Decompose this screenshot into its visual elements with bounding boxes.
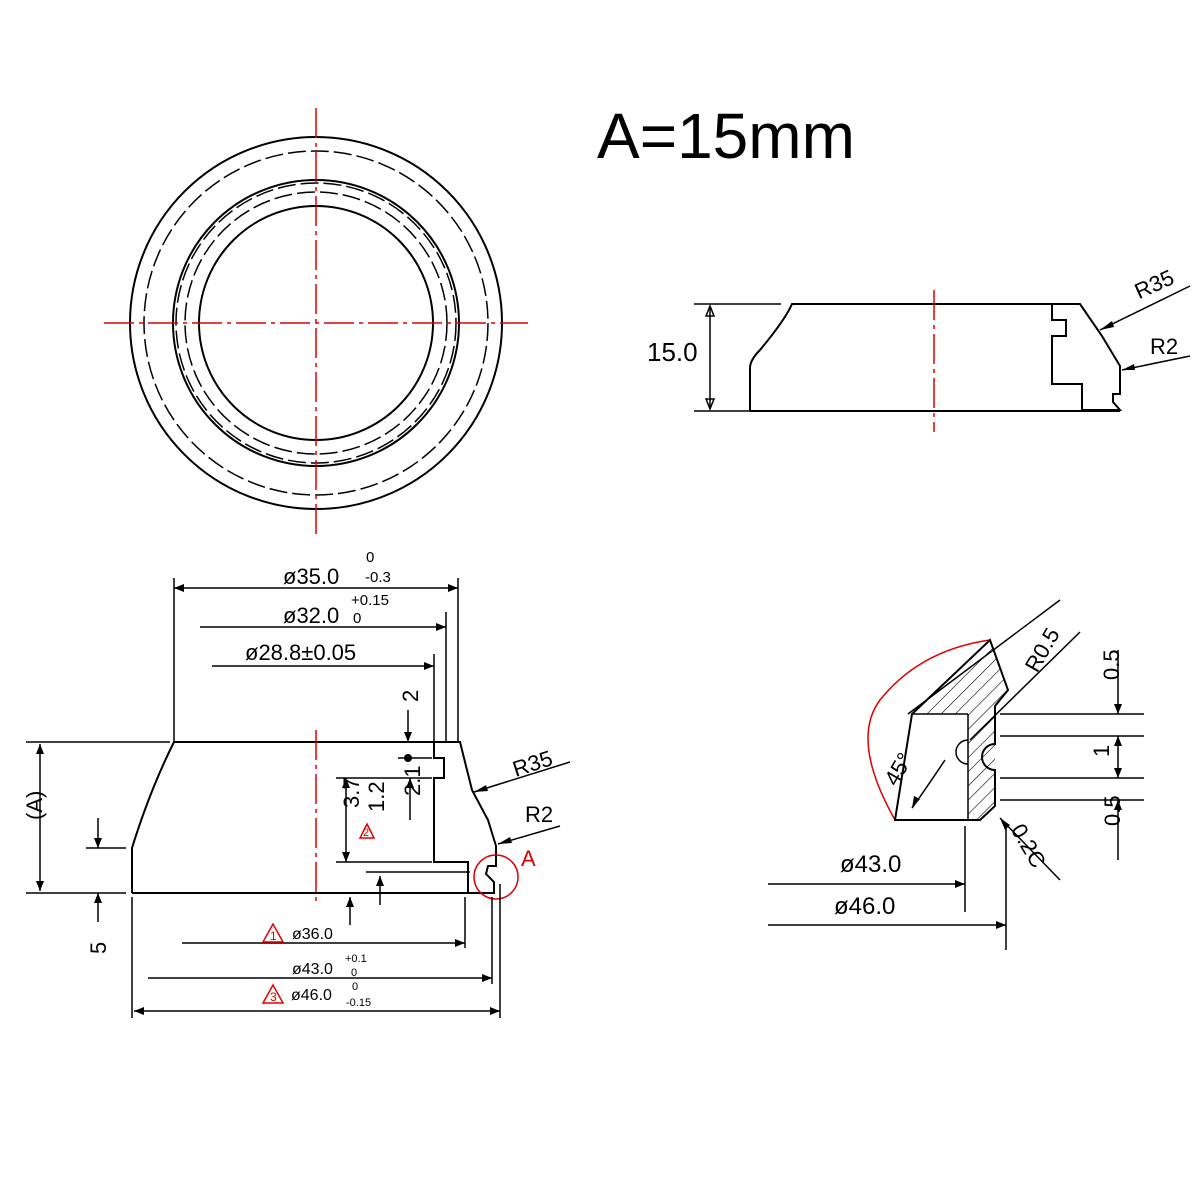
detail-r05-label: R0.5 — [1020, 623, 1065, 676]
dim-2-label: 2 — [398, 690, 423, 702]
side-profile-view: 15.0 R35 R2 — [647, 265, 1191, 432]
detail-angle-label: 45° — [879, 748, 917, 789]
dia-28-label: ø28.8±0.05 — [245, 640, 356, 665]
radius-r35-label: R35 — [1131, 265, 1178, 304]
dim-5-label: 5 — [86, 942, 111, 954]
section-r35-label: R35 — [510, 745, 556, 781]
dia-35-lower-tol: -0.3 — [365, 569, 391, 586]
dia-36-label: ø36.0 — [292, 926, 333, 943]
marker-3-label: 3 — [270, 990, 277, 1004]
detail-dim-bottom-label: 0.5 — [1100, 795, 1125, 826]
dim-1-2-label: 1.2 — [364, 781, 389, 812]
detail-a-view: R0.5 45° 0.5 1 0.5 0.2C ø43.0 ø46.0 — [768, 599, 1144, 950]
radius-r2-label: R2 — [1150, 334, 1178, 359]
detail-dim-mid-label: 1 — [1089, 745, 1114, 757]
dia-32-upper-tol: +0.15 — [351, 592, 389, 609]
dim-3-7-label: 3.7 — [339, 777, 364, 808]
section-hatch-main — [433, 741, 497, 894]
detail-a-label: A — [521, 846, 536, 871]
dia-32-label: ø32.0 — [283, 603, 339, 628]
detail-dia-46-label: ø46.0 — [834, 893, 895, 920]
dia-46-lower-tol: -0.15 — [346, 997, 371, 1009]
section-r2-label: R2 — [525, 802, 553, 827]
detail-dia-43-label: ø43.0 — [840, 851, 901, 878]
detail-dim-top-label: 0.5 — [1099, 649, 1124, 680]
dia-46-upper-tol: 0 — [352, 981, 358, 993]
dia-43-upper-tol: +0.1 — [345, 953, 367, 965]
dia-43-label: ø43.0 — [292, 961, 333, 978]
dia-35-label: ø35.0 — [283, 564, 339, 589]
marker-2-triangle — [358, 822, 376, 839]
dia-46-label: ø46.0 — [291, 987, 332, 1004]
dim-2-1-label: 2.1 — [400, 765, 425, 796]
marker-1-label: 1 — [270, 929, 277, 943]
plan-view — [104, 108, 528, 537]
detail-boundary-arc — [867, 639, 991, 821]
section-hatch — [1051, 303, 1123, 411]
height-label: 15.0 — [647, 337, 698, 367]
detail-a-circle — [473, 854, 519, 900]
marker-1-triangle — [261, 922, 285, 943]
marker-3-triangle — [261, 983, 285, 1004]
height-a-label: (A) — [22, 791, 47, 820]
drawing-title: A=15mm — [597, 100, 855, 172]
section-view: ø35.0 0 -0.3 ø32.0 +0.15 0 ø28.8±0.05 (A… — [22, 549, 571, 1018]
dia-43-lower-tol: 0 — [351, 967, 357, 979]
dia-35-upper-tol: 0 — [366, 549, 374, 566]
dia-32-lower-tol: 0 — [353, 610, 361, 627]
marker-2-label: 2 — [363, 827, 369, 839]
